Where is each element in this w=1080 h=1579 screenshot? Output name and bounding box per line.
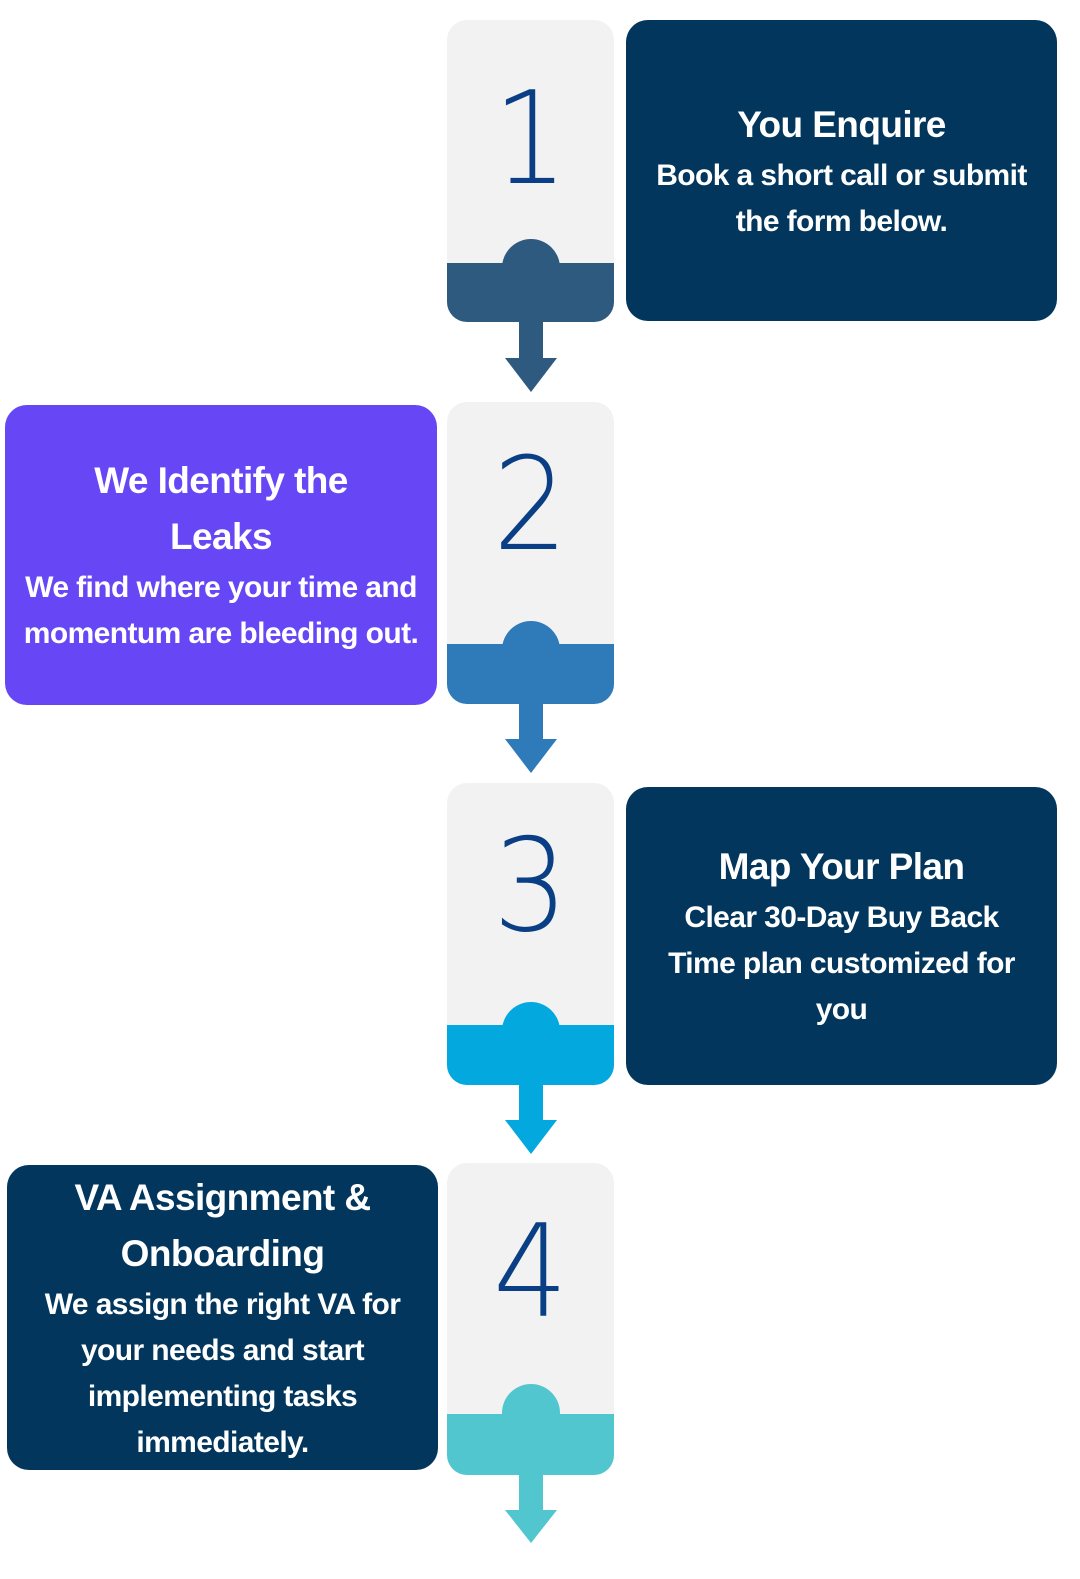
step-3-tile-graphic [447, 783, 614, 1154]
step-2-card: We Identify the Leaks We find where your… [5, 405, 437, 705]
step-2-description: We find where your time and momentum are… [23, 571, 419, 650]
step-4-number-tile: 4 [447, 1163, 614, 1543]
step-3-description: Clear 30-Day Buy Back Time plan customiz… [668, 901, 1015, 1026]
step-1-title: You Enquire [737, 103, 946, 145]
step-3-title: Map Your Plan [718, 846, 965, 887]
step-2-title: We Identify the Leaks [94, 460, 348, 557]
step-3-number-tile: 3 [447, 783, 614, 1155]
step-4-card: VA Assignment & Onboarding We assign the… [7, 1165, 438, 1470]
step-1-tile-background [447, 20, 614, 322]
step-1-number: 1 [493, 65, 568, 214]
step-4-description: We assign the right VA for your needs an… [44, 1287, 401, 1459]
step-2-number: 2 [493, 431, 568, 580]
step-1-tile-graphic [447, 20, 614, 392]
step-2-tile-background [447, 402, 614, 704]
step-1-number-tile: 1 [447, 20, 614, 392]
step-3-card: Map Your Plan Clear 30-Day Buy Back Time… [626, 787, 1057, 1085]
step-4-tile-graphic [447, 1163, 614, 1543]
step-3-down-arrow-icon [447, 1002, 614, 1154]
step-1-description: Book a short call or submit the form bel… [656, 158, 1027, 238]
step-2-number-tile: 2 [447, 402, 614, 774]
step-1-down-arrow-icon [447, 239, 614, 392]
step-1-card: You Enquire Book a short call or submit … [626, 20, 1057, 321]
step-4-tile-background [447, 1163, 614, 1475]
step-4-number: 4 [493, 1198, 568, 1347]
step-4-down-arrow-icon [447, 1384, 614, 1543]
step-3-tile-background [447, 783, 614, 1085]
step-4-title: VA Assignment & Onboarding [74, 1176, 372, 1274]
step-3-number: 3 [493, 812, 568, 961]
step-2-tile-graphic [447, 402, 614, 773]
step-2-down-arrow-icon [447, 621, 614, 773]
